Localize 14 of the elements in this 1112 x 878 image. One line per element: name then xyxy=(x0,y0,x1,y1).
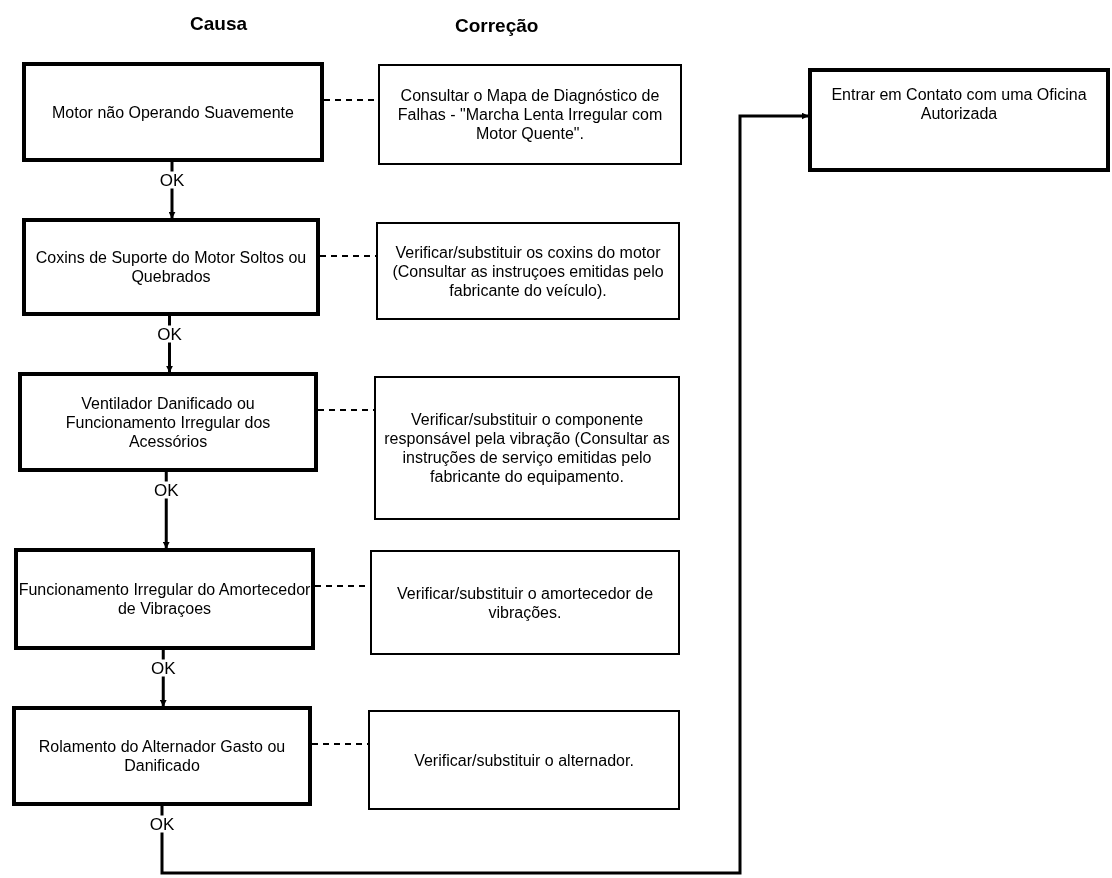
column-heading: Correção xyxy=(455,14,539,38)
process-box: Funcionamento Irregular do Amortecedor de Vibraçoes xyxy=(14,548,315,650)
process-box: Entrar em Contato com uma Oficina Autorizada xyxy=(808,68,1110,172)
column-heading: Causa xyxy=(190,12,248,36)
process-box: Verificar/substituir o amortecedor de vibrações. xyxy=(370,550,680,655)
process-box: Verificar/substituir o componente responsável pela vibração (Consultar as instruções de serviço emitidas pelo fabricante do equipamento. xyxy=(374,376,680,520)
process-box: Ventilador Danificado ou Funcionamento Irregular dos Acessórios xyxy=(18,372,318,472)
process-box: Verificar/substituir os coxins do motor (Consultar as instruçoes emitidas pelo fabricante do veículo). xyxy=(376,222,680,320)
process-box: Motor não Operando Suavemente xyxy=(22,62,324,162)
process-box: Verificar/substituir o alternador. xyxy=(368,710,680,810)
process-box: Rolamento do Alternador Gasto ou Danificado xyxy=(12,706,312,806)
arrow xyxy=(160,112,809,875)
process-box: Coxins de Suporte do Motor Soltos ou Quebrados xyxy=(22,218,320,316)
process-box: Consultar o Mapa de Diagnóstico de Falhas - "Marcha Lenta Irregular com Motor Quente". xyxy=(378,64,682,165)
